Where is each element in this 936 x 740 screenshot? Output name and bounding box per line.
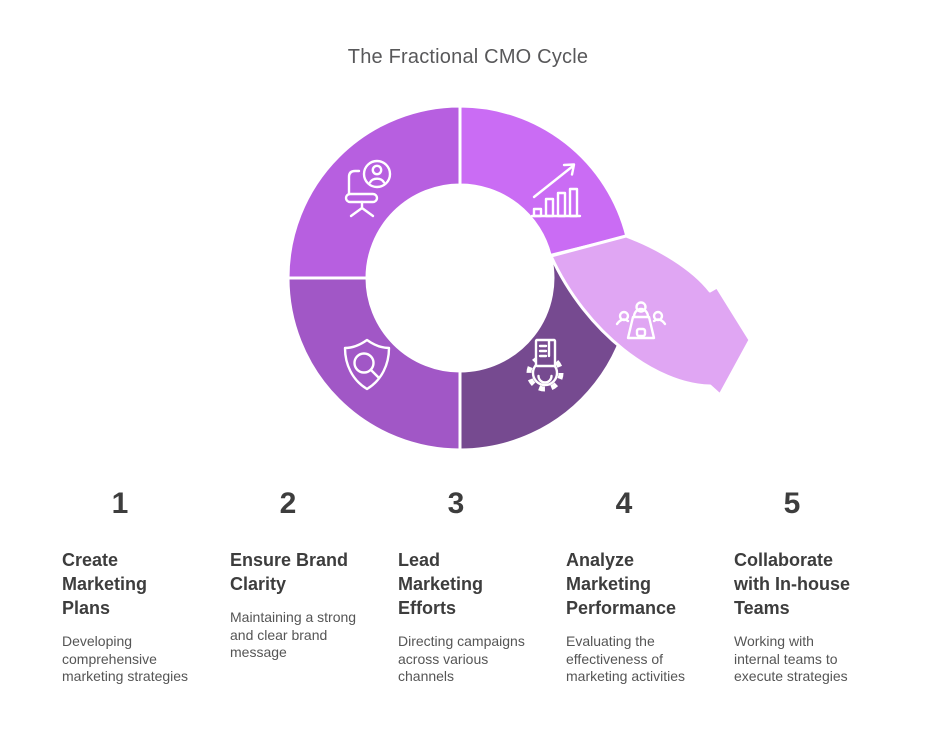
shield-search-icon bbox=[343, 338, 391, 391]
step-5: 5 Collaborate with In-house Teams Workin… bbox=[734, 487, 889, 686]
step-number: 1 bbox=[111, 487, 129, 520]
step-title: Lead Marketing Efforts bbox=[398, 550, 484, 618]
step-description: Working with internal teams to execute s… bbox=[734, 633, 848, 685]
step-title: Ensure Brand Clarity bbox=[230, 550, 349, 594]
step-3: 3 Lead Marketing Efforts Directing campa… bbox=[398, 487, 553, 686]
step-2: 2 Ensure Brand Clarity Maintaining a str… bbox=[230, 487, 385, 686]
step-number: 4 bbox=[615, 487, 633, 520]
gear-document-icon bbox=[526, 338, 564, 392]
meeting-table-icon bbox=[615, 301, 667, 340]
segment-top-left bbox=[286, 104, 462, 280]
segment-top-right bbox=[458, 104, 629, 258]
growth-bar-chart-icon bbox=[530, 163, 582, 218]
page-title: The Fractional CMO Cycle bbox=[347, 46, 589, 68]
cycle-arrow bbox=[549, 234, 752, 397]
step-description: Maintaining a strong and clear brand mes… bbox=[230, 609, 357, 661]
step-number: 3 bbox=[447, 487, 465, 520]
step-number: 2 bbox=[279, 487, 297, 520]
cycle-diagram bbox=[286, 104, 752, 452]
step-description: Developing comprehensive marketing strat… bbox=[62, 633, 189, 685]
step-4: 4 Analyze Marketing Performance Evaluati… bbox=[566, 487, 721, 686]
step-1: 1 Create Marketing Plans Developing comp… bbox=[62, 487, 217, 686]
step-title: Collaborate with In-house Teams bbox=[734, 550, 850, 618]
step-description: Evaluating the effectiveness of marketin… bbox=[566, 633, 686, 685]
steps-row: 1 Create Marketing Plans Developing comp… bbox=[62, 487, 889, 686]
office-chair-person-icon bbox=[344, 159, 392, 218]
step-number: 5 bbox=[783, 487, 801, 520]
step-title: Create Marketing Plans bbox=[62, 550, 148, 618]
step-title: Analyze Marketing Performance bbox=[566, 550, 677, 618]
step-description: Directing campaigns across various chann… bbox=[398, 633, 525, 685]
